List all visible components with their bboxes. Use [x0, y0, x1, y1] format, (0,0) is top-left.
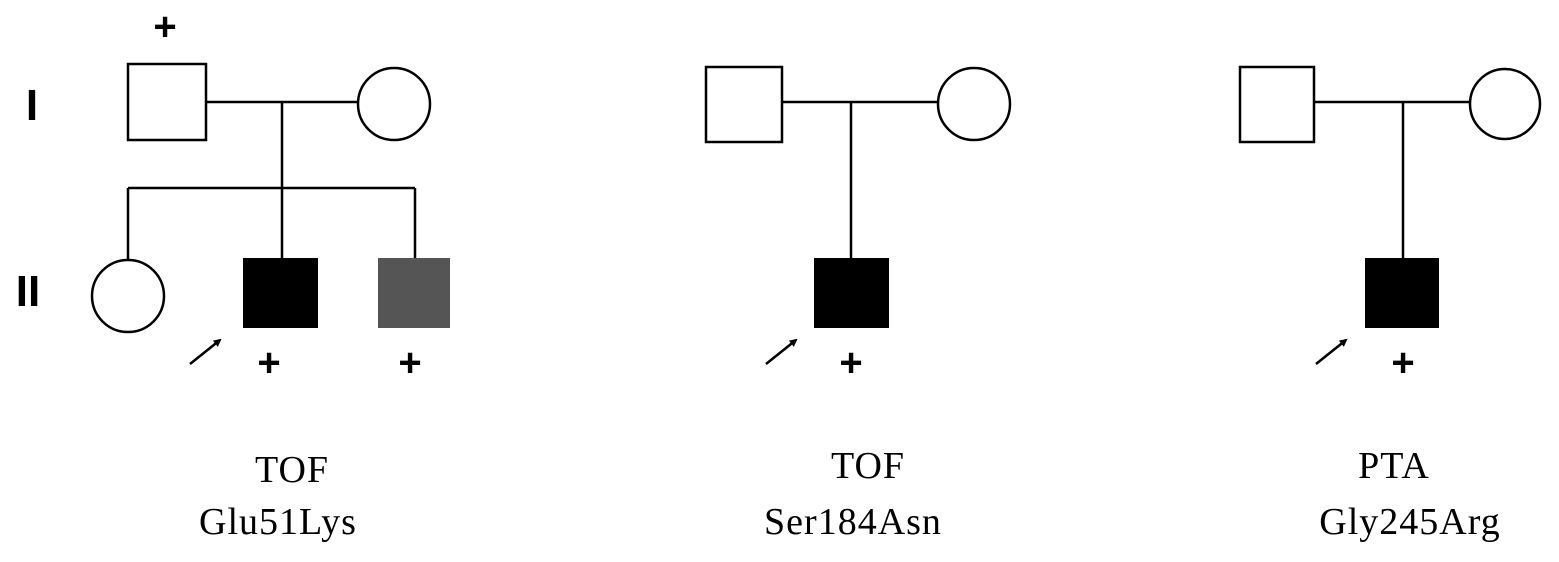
proband-arrow: [189, 338, 222, 365]
father-unaffected: [1238, 65, 1316, 144]
proband-arrow: [765, 338, 798, 365]
carrier-mark: +: [257, 341, 280, 385]
father-unaffected: [704, 65, 784, 144]
father-unaffected: [126, 62, 208, 142]
mother-unaffected: [1468, 67, 1542, 141]
generation-label-ii: II: [16, 267, 40, 316]
daughter-unaffected: [90, 258, 166, 334]
pedigree-2: + TOF Ser184Asn: [704, 65, 1012, 543]
carrier-mark: +: [398, 341, 421, 385]
diagnosis-label: PTA: [1358, 445, 1430, 487]
pedigree-1: + + + TOF Glu51Lys: [90, 5, 450, 543]
son-affected-gray: [378, 258, 450, 328]
mother-unaffected: [356, 66, 432, 142]
variant-label: Gly245Arg: [1319, 501, 1500, 543]
carrier-mark: +: [839, 341, 862, 385]
carrier-mark: +: [153, 5, 176, 49]
diagnosis-label: TOF: [255, 449, 329, 491]
generation-label-i: I: [26, 81, 38, 130]
pedigree-3: + PTA Gly245Arg: [1238, 65, 1542, 543]
proband-affected: [814, 258, 889, 328]
variant-label: Glu51Lys: [199, 501, 357, 543]
proband-affected: [243, 258, 318, 328]
diagnosis-label: TOF: [831, 445, 905, 487]
carrier-mark: +: [1391, 341, 1414, 385]
variant-label: Ser184Asn: [764, 501, 942, 543]
mother-unaffected: [936, 66, 1012, 142]
proband-affected: [1365, 258, 1439, 328]
proband-arrow: [1315, 338, 1348, 365]
